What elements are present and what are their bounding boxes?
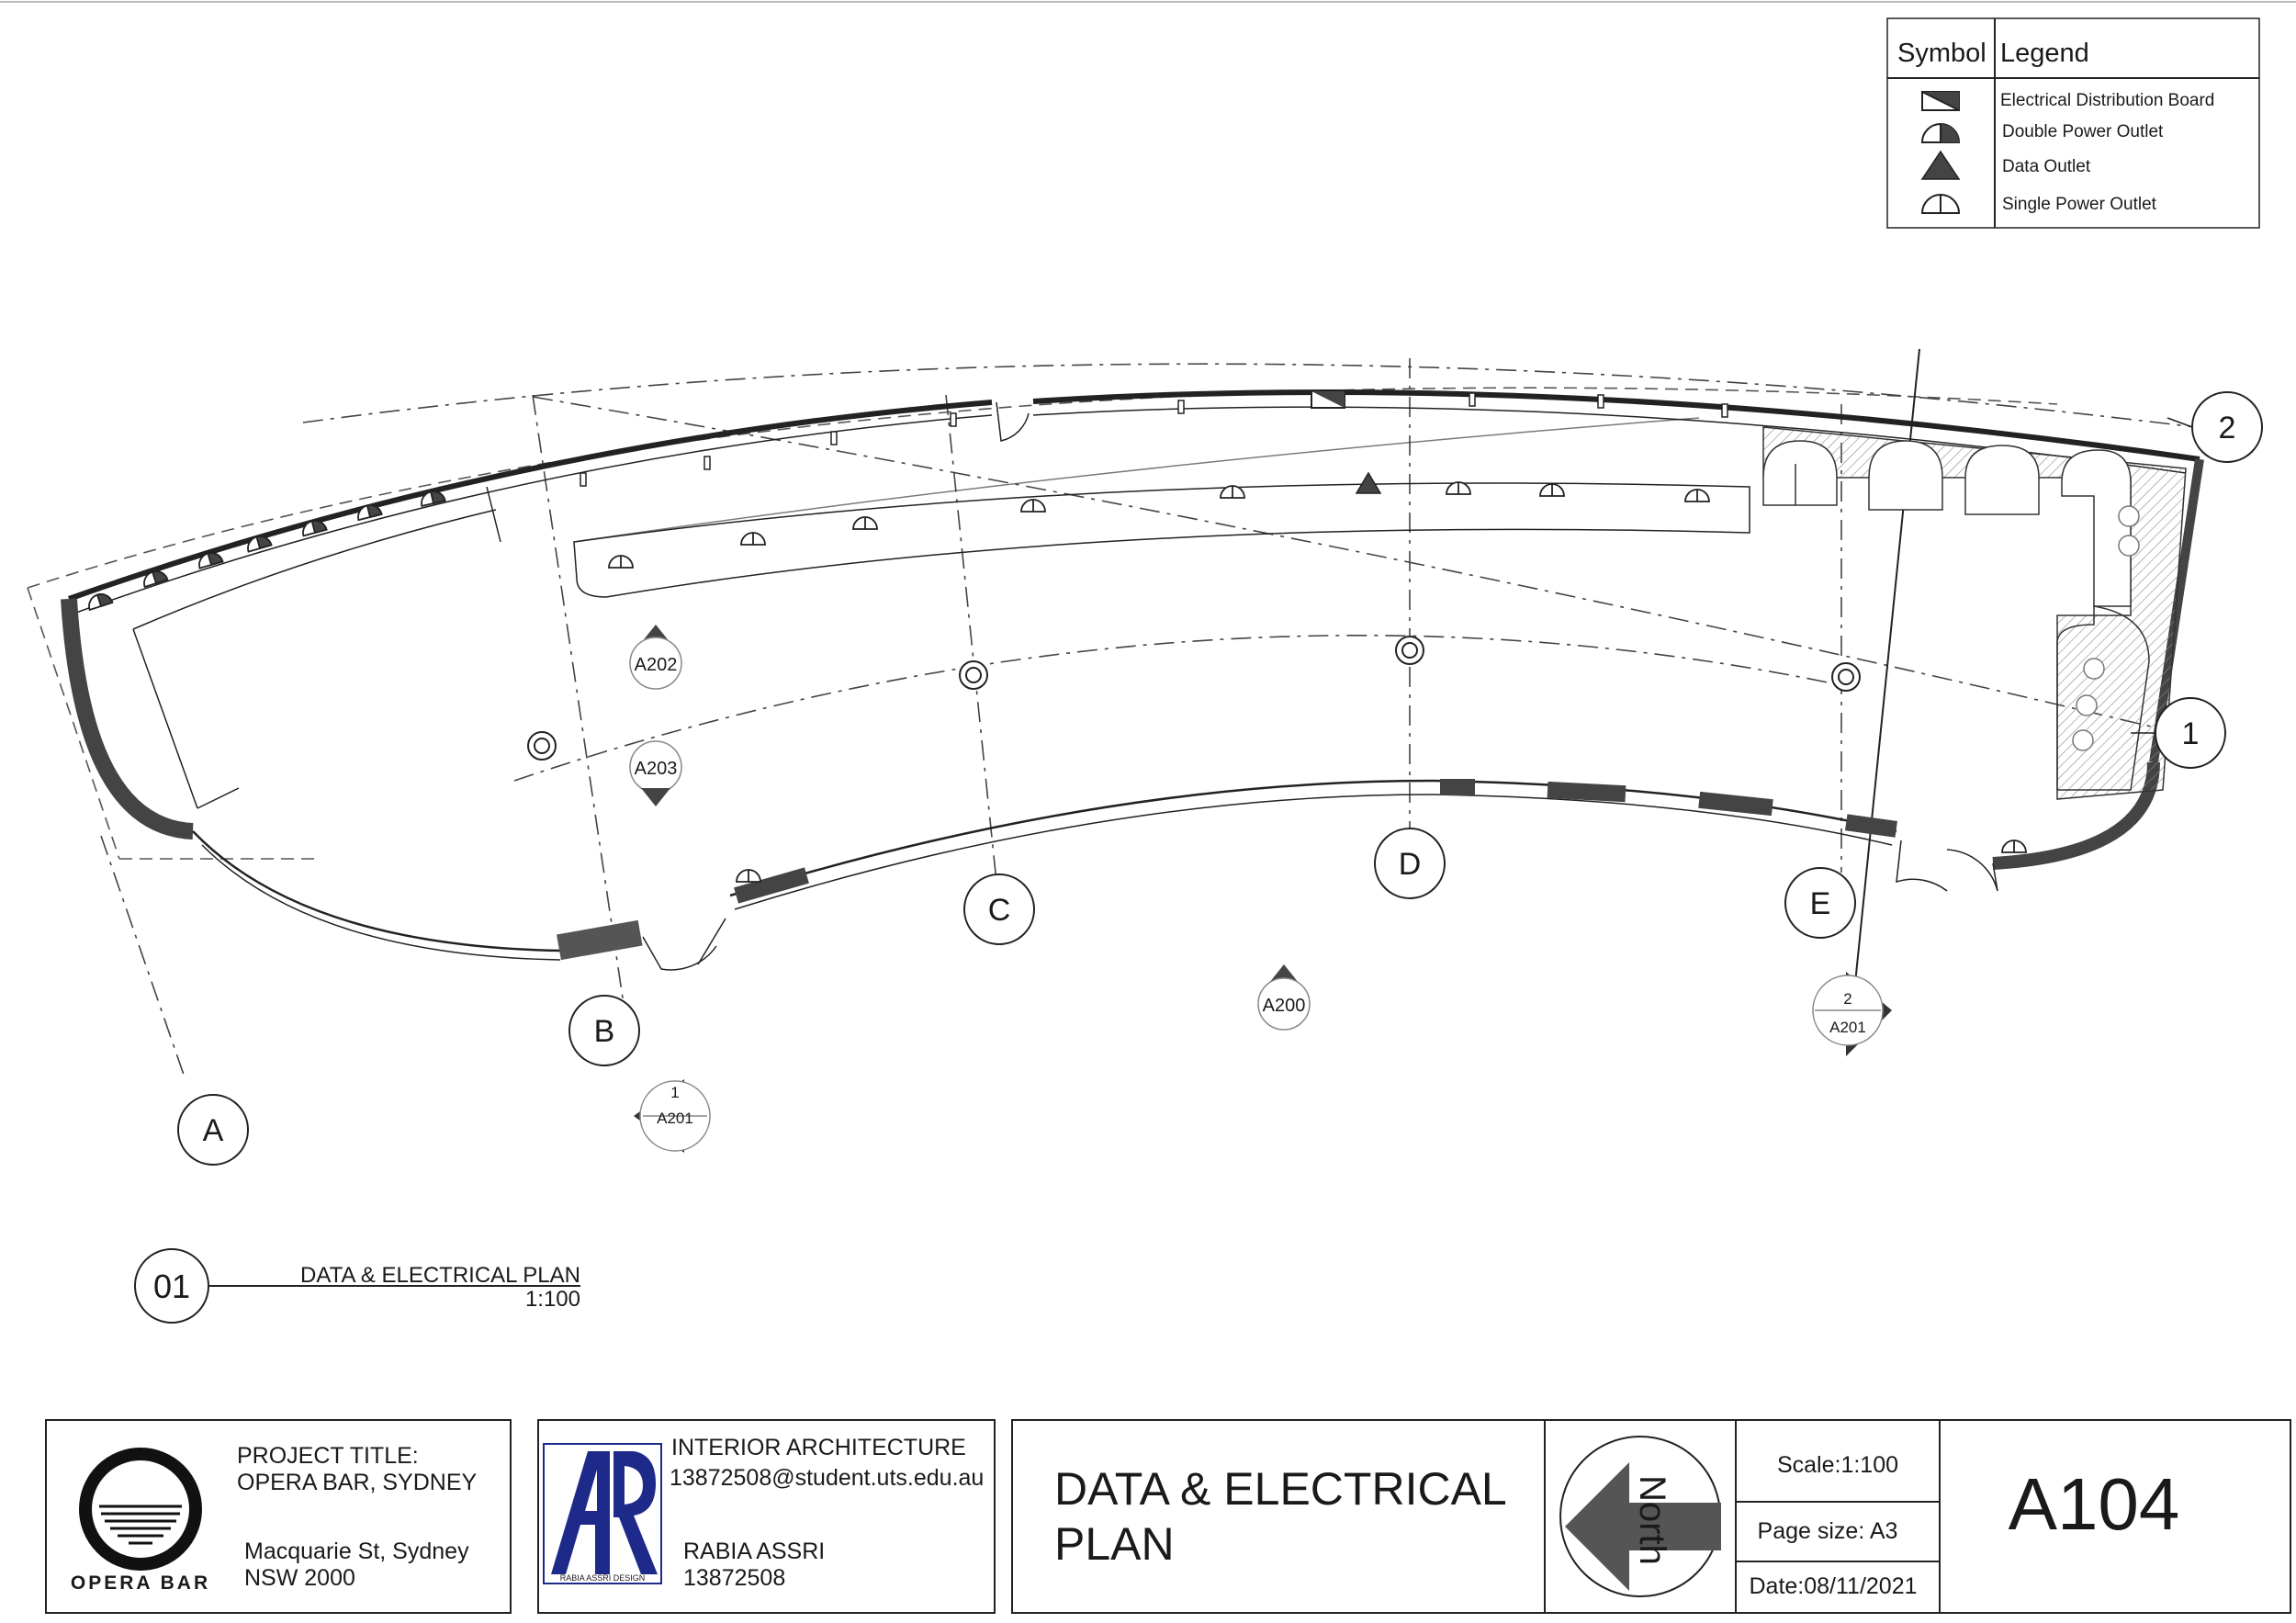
address-line-1: Macquarie St, Sydney	[244, 1538, 469, 1564]
legend-item-label: Electrical Distribution Board	[2000, 91, 2214, 110]
legend-item-label: Data Outlet	[2002, 157, 2091, 176]
title-block: OPERA BAR PROJECT TITLE: OPERA BAR, SYDN…	[45, 1419, 2291, 1614]
legend-legend-header: Legend	[2000, 39, 2089, 68]
sheet-title-line-2: PLAN	[1054, 1518, 1175, 1570]
svg-text:A202: A202	[635, 655, 678, 675]
double-power-outlet-icon	[1920, 123, 1961, 143]
designer-logo: RABIA ASSRI DESIGN	[543, 1443, 662, 1584]
grid-line-C	[945, 394, 997, 883]
grid-bubble	[177, 391, 2263, 1166]
sheet-number: A104	[2009, 1463, 2180, 1545]
grid-line-2	[302, 363, 2196, 428]
student-id: 13872508	[683, 1565, 785, 1591]
grid-label-D: D	[1399, 847, 1422, 882]
page-size-label: Page size: A3	[1758, 1518, 1898, 1544]
svg-text:A203: A203	[635, 759, 678, 779]
grid-label-C: C	[988, 893, 1011, 928]
grid-label-B: B	[594, 1014, 615, 1049]
drawing-name: DATA & ELECTRICAL PLAN	[300, 1263, 580, 1288]
north-arrow-icon: North	[1559, 1436, 1721, 1597]
data-outlet-icon	[1920, 150, 1961, 180]
svg-text:A201: A201	[657, 1110, 693, 1127]
designer-logo-caption: RABIA ASSRI DESIGN	[560, 1573, 646, 1583]
elevation-marker-a202: A202	[629, 625, 682, 690]
logo-text: OPERA BAR	[71, 1572, 210, 1594]
project-name: OPERA BAR, SYDNEY	[237, 1470, 478, 1495]
distribution-board-icon	[1311, 390, 1345, 409]
sheet-title-line-1: DATA & ELECTRICAL	[1054, 1463, 1507, 1515]
drawing-scale: 1:100	[525, 1287, 580, 1312]
svg-text:A201: A201	[1829, 1019, 1866, 1036]
legend-item-label: Double Power Outlet	[2002, 122, 2164, 141]
single-power-outlet-icon	[608, 481, 2027, 883]
symbol-legend: Symbol Legend Electrical Distribution Bo…	[1886, 17, 2260, 229]
elevation-marker-a200: A200	[1257, 964, 1311, 1031]
grid-label-1: 1	[2182, 716, 2200, 751]
double-power-outlet-icon	[88, 490, 446, 612]
section-marker-1: 1 A201	[634, 1079, 711, 1153]
drawing-title: 01 DATA & ELECTRICAL PLAN 1:100	[134, 1248, 580, 1324]
svg-text:2: 2	[1843, 990, 1851, 1008]
distribution-board-icon	[1921, 91, 1960, 111]
svg-text:A200: A200	[1263, 996, 1306, 1016]
single-power-outlet-icon	[1920, 194, 1961, 214]
booth-seating	[1762, 426, 2187, 800]
floor-plan: A B C D E 1 2 A202 A203 A200 1 A	[27, 348, 2263, 1166]
elevation-marker-a203: A203	[629, 740, 682, 806]
north-label: North	[1632, 1475, 1672, 1565]
designer-name: RABIA ASSRI	[683, 1538, 825, 1564]
scale-label: Scale:1:100	[1777, 1452, 1898, 1478]
course: INTERIOR ARCHITECTURE	[671, 1435, 966, 1460]
grid-line-B	[532, 394, 625, 1011]
svg-text:1: 1	[670, 1084, 679, 1101]
date-label: Date:08/11/2021	[1749, 1573, 1917, 1599]
email: 13872508@student.uts.edu.au	[670, 1465, 984, 1491]
legend-symbol-header: Symbol	[1897, 39, 1986, 68]
legend-item-label: Single Power Outlet	[2002, 195, 2157, 214]
address-line-2: NSW 2000	[244, 1565, 355, 1591]
grid-line-1	[532, 396, 2187, 736]
grid-label-2: 2	[2219, 411, 2236, 445]
grid-label-A: A	[203, 1113, 224, 1148]
drawing-number: 01	[153, 1268, 190, 1305]
structural-column	[527, 636, 1861, 761]
section-marker-2: 2 A201	[1812, 972, 1892, 1056]
project-label: PROJECT TITLE:	[237, 1443, 419, 1469]
grid-line-A	[100, 835, 185, 1076]
grid-label-E: E	[1810, 886, 1831, 921]
opera-bar-logo: OPERA BAR	[71, 1448, 210, 1594]
data-outlet-icon	[1355, 471, 1382, 494]
